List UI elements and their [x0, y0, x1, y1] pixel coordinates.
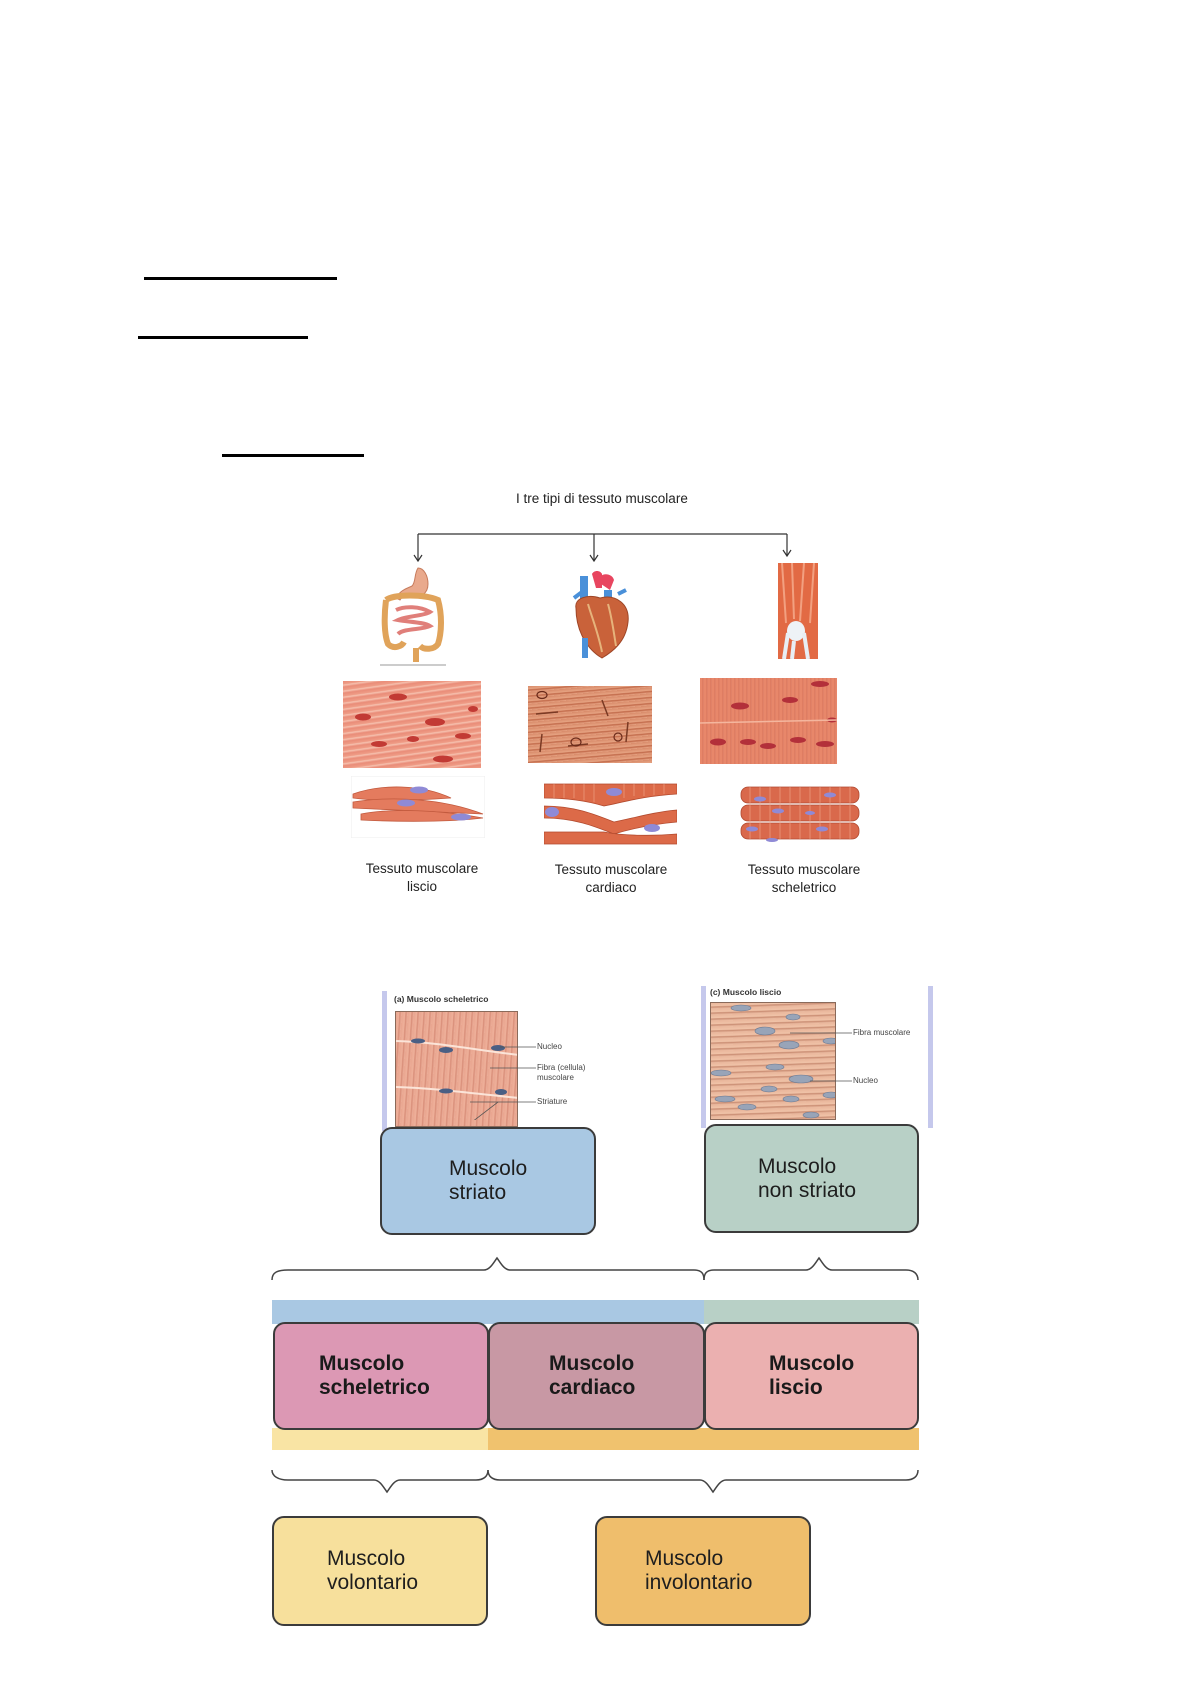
figure1-arrow-tree [413, 533, 792, 563]
label-line1: Tessuto muscolare [365, 861, 479, 876]
panel-a-micrograph [395, 1011, 518, 1127]
panel-a-annotation-fibra: Fibra (cellula) [537, 1063, 586, 1072]
panel-a-title: (a) Muscolo scheletrico [394, 994, 489, 1004]
leg-muscle-icon [778, 563, 818, 659]
box-line2: involontario [645, 1571, 753, 1594]
box-muscolo-volontario: Muscolo volontario [272, 1516, 488, 1626]
fiber-drawing-liscio [351, 776, 485, 838]
panel-a-annotation-striature: Striature [537, 1097, 568, 1106]
band-non-striato [704, 1300, 919, 1324]
box-muscolo-cardiaco: Muscolo cardiaco [488, 1322, 705, 1430]
panel-c-leader-lines [790, 1032, 852, 1082]
label-tessuto-cardiaco: Tessuto muscolare cardiaco [541, 861, 681, 897]
brace-volontario [271, 1469, 489, 1494]
panel-c-micrograph [710, 1002, 836, 1120]
box-muscolo-scheletrico: Muscolo scheletrico [273, 1322, 489, 1430]
band-striato [272, 1300, 704, 1324]
micrograph-liscio [343, 681, 481, 768]
panel-c-sidebar-right [928, 986, 933, 1128]
label-tessuto-liscio: Tessuto muscolare liscio [352, 860, 492, 896]
box-line1: Muscolo [645, 1547, 724, 1570]
box-line2: volontario [327, 1571, 419, 1594]
panel-a-annotation-nucleo: Nucleo [537, 1042, 562, 1051]
figure1-title: I tre tipi di tessuto muscolare [516, 491, 688, 506]
fiber-drawing-cardiaco [544, 783, 677, 845]
fiber-drawing-scheletrico [740, 786, 860, 842]
micrograph-cardiaco [528, 686, 652, 763]
brace-striato [271, 1256, 705, 1281]
label-line2: scheletrico [771, 880, 837, 895]
micrograph-scheletrico [700, 678, 837, 764]
panel-c-annotation-fibra: Fibra muscolare [853, 1028, 911, 1037]
heading-underline-1 [144, 277, 337, 280]
panel-a-annotation-muscolare: muscolare [537, 1073, 574, 1082]
box-line1: Muscolo [549, 1352, 635, 1375]
heading-underline-2 [138, 336, 308, 339]
box-line2: striato [449, 1181, 507, 1204]
label-line1: Tessuto muscolare [747, 862, 861, 877]
box-line1: Muscolo [758, 1154, 837, 1178]
label-tessuto-scheletrico: Tessuto muscolare scheletrico [734, 861, 874, 897]
band-involontario [488, 1428, 919, 1450]
box-line1: Muscolo [769, 1352, 855, 1375]
heart-icon [572, 571, 629, 659]
arrow-head-cardiaco [589, 554, 599, 563]
panel-c-title: (c) Muscolo liscio [710, 987, 782, 997]
box-line2: scheletrico [319, 1376, 430, 1399]
box-line2: non striato [758, 1178, 857, 1202]
arrow-head-liscio [413, 554, 423, 563]
heading-underline-3 [222, 454, 364, 457]
brace-lower [271, 1469, 919, 1494]
label-line2: liscio [406, 879, 437, 894]
arrow-head-scheletrico [782, 549, 792, 558]
band-volontario [272, 1428, 488, 1450]
box-line2: liscio [769, 1376, 823, 1399]
box-muscolo-involontario: Muscolo involontario [595, 1516, 811, 1626]
brace-non-striato [703, 1256, 919, 1281]
box-muscolo-striato: Muscolo striato [380, 1127, 596, 1235]
box-line1: Muscolo [327, 1547, 406, 1570]
box-muscolo-liscio: Muscolo liscio [704, 1322, 919, 1430]
box-line2: cardiaco [549, 1376, 636, 1399]
box-muscolo-non-striato: Muscolo non striato [704, 1124, 919, 1233]
label-line1: Tessuto muscolare [554, 862, 668, 877]
brace-involontario [487, 1469, 919, 1494]
box-line1: Muscolo [319, 1352, 405, 1375]
box-line1: Muscolo [449, 1157, 528, 1180]
panel-c-annotation-nucleo: Nucleo [853, 1076, 878, 1085]
brace-upper [271, 1256, 919, 1281]
digestive-tract-icon [380, 567, 446, 666]
label-line2: cardiaco [585, 880, 637, 895]
panel-c-sidebar-left [701, 986, 706, 1128]
panel-a-leader-lines [470, 1046, 536, 1120]
panel-a-sidebar [382, 991, 387, 1131]
